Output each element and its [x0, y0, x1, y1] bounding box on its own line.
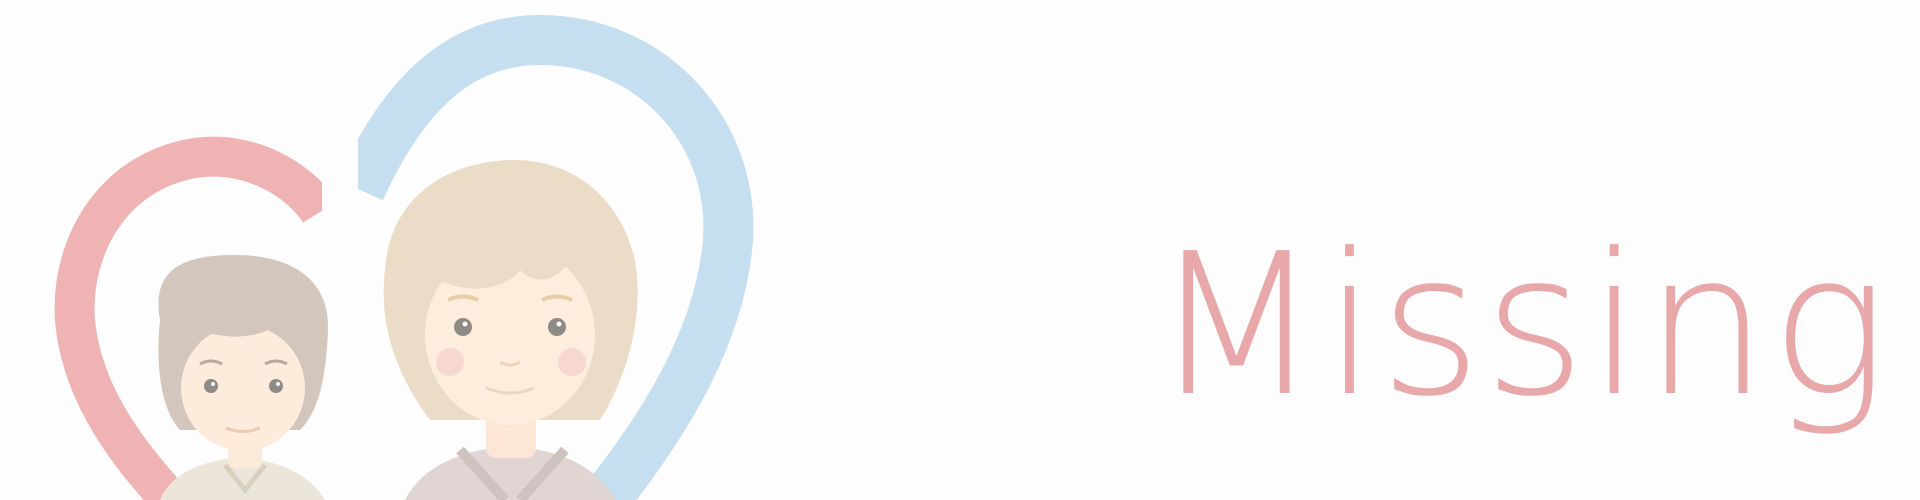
adult-figure-icon: [383, 160, 638, 500]
blue-heart-arc-icon: [322, 14, 754, 500]
missing-illustration: [54, 14, 754, 500]
page-title: Missing: [1151, 212, 1890, 440]
child-figure-icon: [158, 255, 329, 500]
